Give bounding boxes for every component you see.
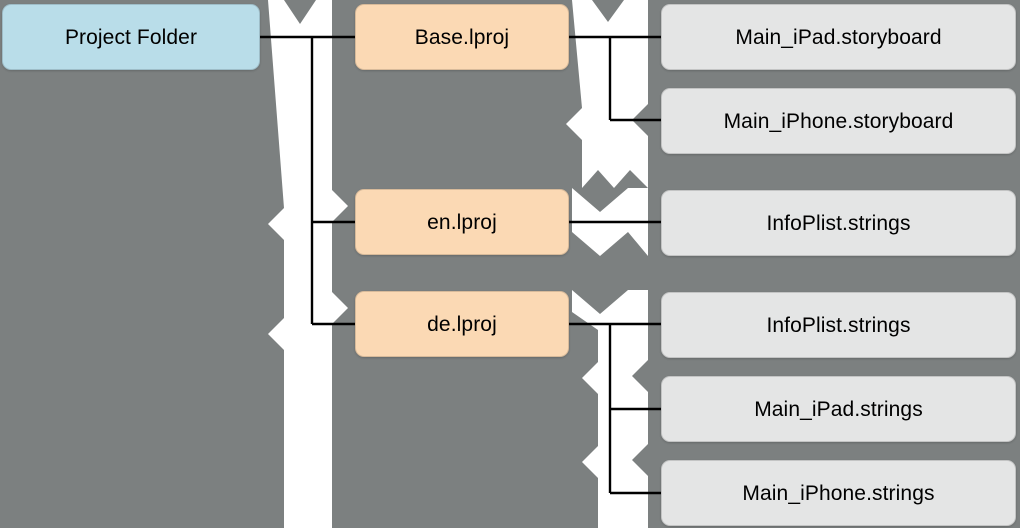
node-label-main-ipad-strings: Main_iPad.strings	[754, 397, 923, 421]
node-base-lproj[interactable]: Base.lproj	[355, 4, 569, 70]
edge-group-en-to-infoplist	[569, 188, 661, 256]
node-project-folder[interactable]: Project Folder	[2, 4, 260, 70]
node-label-de-lproj: de.lproj	[427, 312, 497, 336]
node-label-en-lproj: en.lproj	[427, 210, 497, 234]
node-label-infoplist-strings-de: InfoPlist.strings	[766, 313, 911, 337]
node-infoplist-strings-en[interactable]: InfoPlist.strings	[661, 190, 1016, 256]
node-label-main-iphone-storyboard: Main_iPhone.storyboard	[723, 109, 954, 133]
edge-group-base-to-resources	[566, 0, 661, 188]
edge-group-de-to-resources	[569, 290, 661, 528]
node-en-lproj[interactable]: en.lproj	[355, 189, 569, 255]
node-main-ipad-storyboard[interactable]: Main_iPad.storyboard	[661, 4, 1016, 70]
node-label-infoplist-strings-en: InfoPlist.strings	[766, 211, 911, 235]
node-de-lproj[interactable]: de.lproj	[355, 291, 569, 357]
node-label-project-folder: Project Folder	[64, 25, 198, 49]
node-main-iphone-strings[interactable]: Main_iPhone.strings	[661, 460, 1016, 526]
node-infoplist-strings-de[interactable]: InfoPlist.strings	[661, 292, 1016, 358]
edge-group-project-to-lproj	[260, 0, 355, 528]
edge-halo-base-bundle	[566, 0, 648, 188]
node-main-iphone-storyboard[interactable]: Main_iPhone.storyboard	[661, 88, 1016, 154]
node-main-ipad-strings[interactable]: Main_iPad.strings	[661, 376, 1016, 442]
node-label-main-iphone-strings: Main_iPhone.strings	[742, 481, 935, 505]
node-label-main-ipad-storyboard: Main_iPad.storyboard	[735, 25, 942, 49]
edge-halo-project-bundle	[268, 0, 348, 528]
node-label-base-lproj: Base.lproj	[414, 25, 510, 49]
